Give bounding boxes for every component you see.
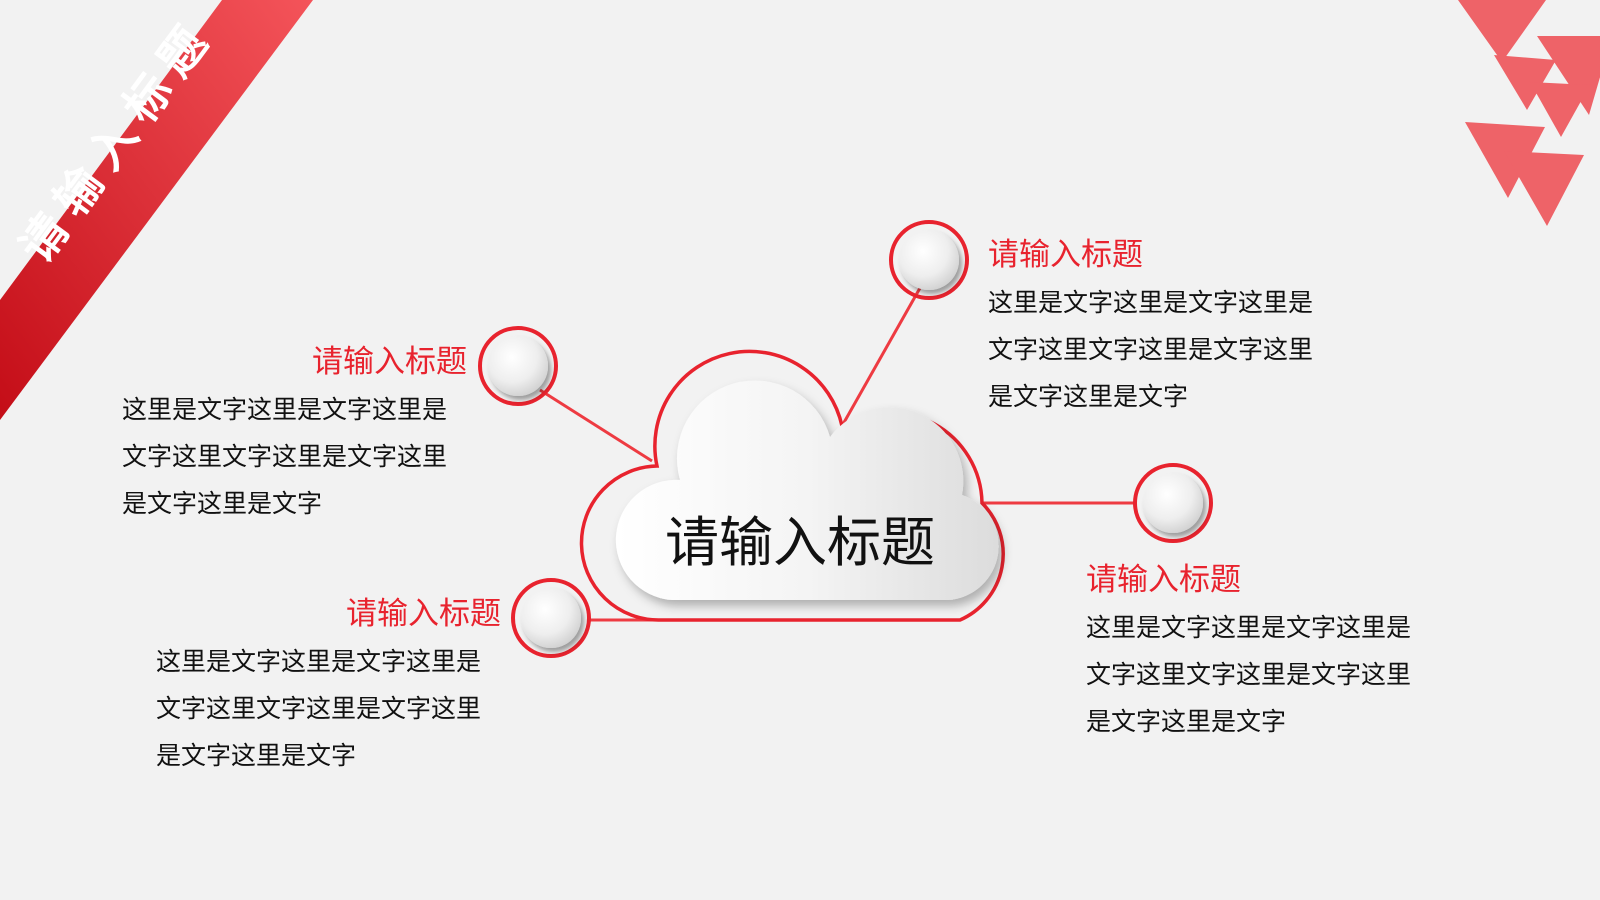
body-line: 这里是文字这里是文字这里是 (156, 647, 482, 676)
body-line: 文字这里文字这里是文字这里 (1086, 660, 1412, 689)
ribbon-banner (0, 0, 313, 420)
body-line: 是文字这里是文字 (156, 741, 357, 770)
body-line: 文字这里文字这里是文字这里 (156, 694, 482, 723)
body-line: 是文字这里是文字 (122, 489, 323, 518)
node-left-upper (478, 326, 558, 406)
body-line: 这里是文字这里是文字这里是 (122, 395, 448, 424)
body-line: 这里是文字这里是文字这里是 (988, 288, 1314, 317)
node-right-lower (1133, 463, 1213, 543)
triangle-decoration (1458, 0, 1600, 226)
node-left-lower (511, 578, 591, 658)
text-block-top-right: 请输入标题 这里是文字这里是文字这里是 文字这里文字这里是文字这里 是文字这里是… (988, 235, 1313, 420)
cloud-body (615, 380, 999, 600)
block-heading[interactable]: 请输入标题 (346, 596, 501, 632)
body-line: 这里是文字这里是文字这里是 (1086, 613, 1412, 642)
block-body[interactable]: 这里是文字这里是文字这里是 文字这里文字这里是文字这里 是文字这里是文字 (156, 638, 501, 779)
connector-left-upper (539, 388, 653, 463)
cloud-outline (579, 349, 1005, 622)
text-block-left-lower: 请输入标题 这里是文字这里是文字这里是 文字这里文字这里是文字这里 是文字这里是… (156, 594, 501, 779)
block-heading[interactable]: 请输入标题 (312, 344, 467, 380)
node-top-right (889, 220, 969, 300)
body-line: 是文字这里是文字 (1086, 707, 1287, 736)
body-line: 是文字这里是文字 (988, 382, 1189, 411)
text-block-right-lower: 请输入标题 这里是文字这里是文字这里是 文字这里文字这里是文字这里 是文字这里是… (1086, 560, 1411, 745)
cloud-title[interactable]: 请输入标题 (665, 511, 935, 574)
block-body[interactable]: 这里是文字这里是文字这里是 文字这里文字这里是文字这里 是文字这里是文字 (988, 279, 1313, 420)
block-body[interactable]: 这里是文字这里是文字这里是 文字这里文字这里是文字这里 是文字这里是文字 (122, 386, 467, 527)
block-body[interactable]: 这里是文字这里是文字这里是 文字这里文字这里是文字这里 是文字这里是文字 (1086, 604, 1411, 745)
body-line: 文字这里文字这里是文字这里 (122, 442, 448, 471)
block-heading[interactable]: 请输入标题 (988, 237, 1143, 273)
text-block-left-upper: 请输入标题 这里是文字这里是文字这里是 文字这里文字这里是文字这里 是文字这里是… (122, 342, 467, 527)
body-line: 文字这里文字这里是文字这里 (988, 335, 1314, 364)
block-heading[interactable]: 请输入标题 (1086, 562, 1241, 598)
connector-top-right (840, 287, 922, 427)
